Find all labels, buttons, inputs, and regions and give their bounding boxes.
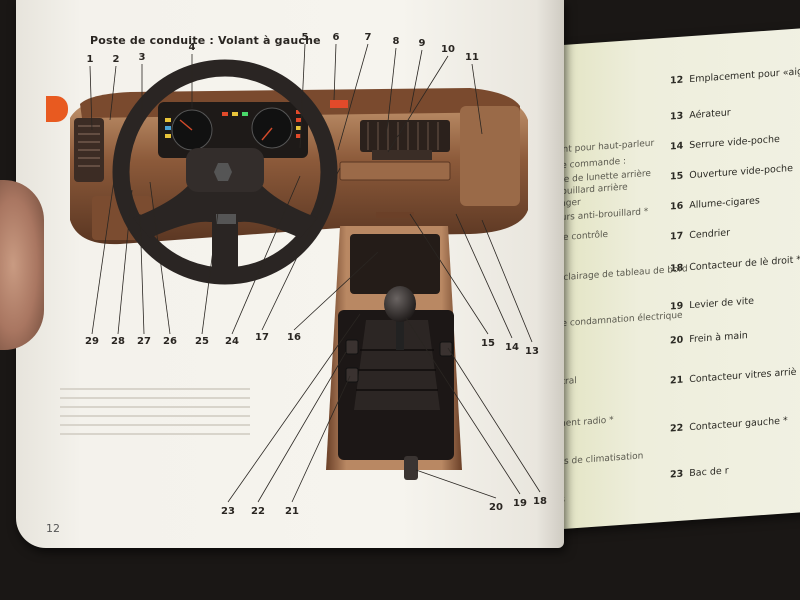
- callout-leader-line: [291, 375, 351, 503]
- callout-leader-line: [387, 55, 449, 153]
- callout-number: 18: [533, 496, 547, 507]
- callout-leader-line: [227, 313, 361, 503]
- callout-number: 4: [189, 42, 196, 53]
- callout-leader-line: [409, 49, 423, 113]
- callout-number: 11: [465, 52, 479, 63]
- gear-lever-shaft: [396, 310, 404, 350]
- callout-leader-line: [405, 317, 521, 495]
- ashtray: [350, 234, 440, 294]
- callout-number: 24: [225, 336, 239, 347]
- callout-number: 13: [525, 346, 539, 357]
- callout-leader-line: [257, 351, 347, 503]
- right-dash-panel: [460, 106, 520, 206]
- callout-number: 21: [285, 506, 299, 517]
- callout-leader-line: [293, 251, 379, 331]
- callout-leader-line: [455, 213, 513, 339]
- callout-leader-line: [415, 469, 497, 499]
- clock-display: [330, 100, 348, 108]
- callout-leader-line: [91, 179, 115, 335]
- ashtray-lid: [376, 212, 414, 218]
- callout-number: 25: [195, 336, 209, 347]
- red-index-tab: [46, 96, 68, 122]
- callout-number: 8: [393, 36, 400, 47]
- callout-leader-line: [471, 63, 483, 135]
- page-number: 12: [46, 522, 60, 535]
- callout-leader-line: [109, 65, 117, 121]
- handbrake-handle: [404, 456, 418, 480]
- callout-number: 9: [419, 38, 426, 49]
- callout-number: 26: [163, 336, 177, 347]
- gear-boot: [354, 320, 440, 410]
- bleed-through-text: [60, 388, 250, 438]
- callout-leader-line: [385, 47, 397, 141]
- tachometer-dial: [251, 107, 293, 149]
- callout-number: 17: [255, 332, 269, 343]
- callout-number: 28: [111, 336, 125, 347]
- callout-number: 1: [87, 54, 94, 65]
- callout-number: 15: [481, 338, 495, 349]
- callout-number: 22: [251, 506, 265, 517]
- callout-leader-line: [299, 43, 306, 149]
- callout-leader-line: [231, 175, 301, 335]
- callout-leader-line: [409, 213, 489, 335]
- callout-leader-line: [333, 43, 337, 101]
- callout-leader-line: [201, 211, 219, 335]
- callout-number: 3: [139, 52, 146, 63]
- callout-number: 29: [85, 336, 99, 347]
- callout-number: 23: [221, 506, 235, 517]
- callout-number: 2: [113, 54, 120, 65]
- radio-slot: [339, 161, 451, 181]
- climate-controls: [372, 150, 432, 160]
- callout-leader-line: [139, 213, 145, 335]
- callout-leader-line: [447, 347, 541, 493]
- callout-leader-line: [481, 219, 533, 343]
- callout-leader-line: [89, 65, 93, 131]
- callout-number: 7: [365, 32, 372, 43]
- warning-lights: [165, 110, 301, 138]
- ignition-stalk: [216, 214, 236, 224]
- steering-wheel: [112, 59, 338, 285]
- gear-knob: [384, 286, 416, 322]
- callout-leader-line: [261, 167, 341, 331]
- callout-number: 27: [137, 336, 151, 347]
- callout-number: 20: [489, 502, 503, 513]
- thumb: [0, 180, 44, 350]
- page-heading: Poste de conduite : Volant à gauche: [90, 34, 321, 47]
- callout-leader-line: [117, 189, 133, 335]
- callout-number: 10: [441, 44, 455, 55]
- callout-number: 16: [287, 332, 301, 343]
- callout-number: 6: [333, 32, 340, 43]
- callout-leader-line: [337, 43, 369, 151]
- callout-number: 5: [302, 32, 309, 43]
- callout-number: 19: [513, 498, 527, 509]
- callout-number: 14: [505, 342, 519, 353]
- callout-leader-line: [149, 181, 171, 335]
